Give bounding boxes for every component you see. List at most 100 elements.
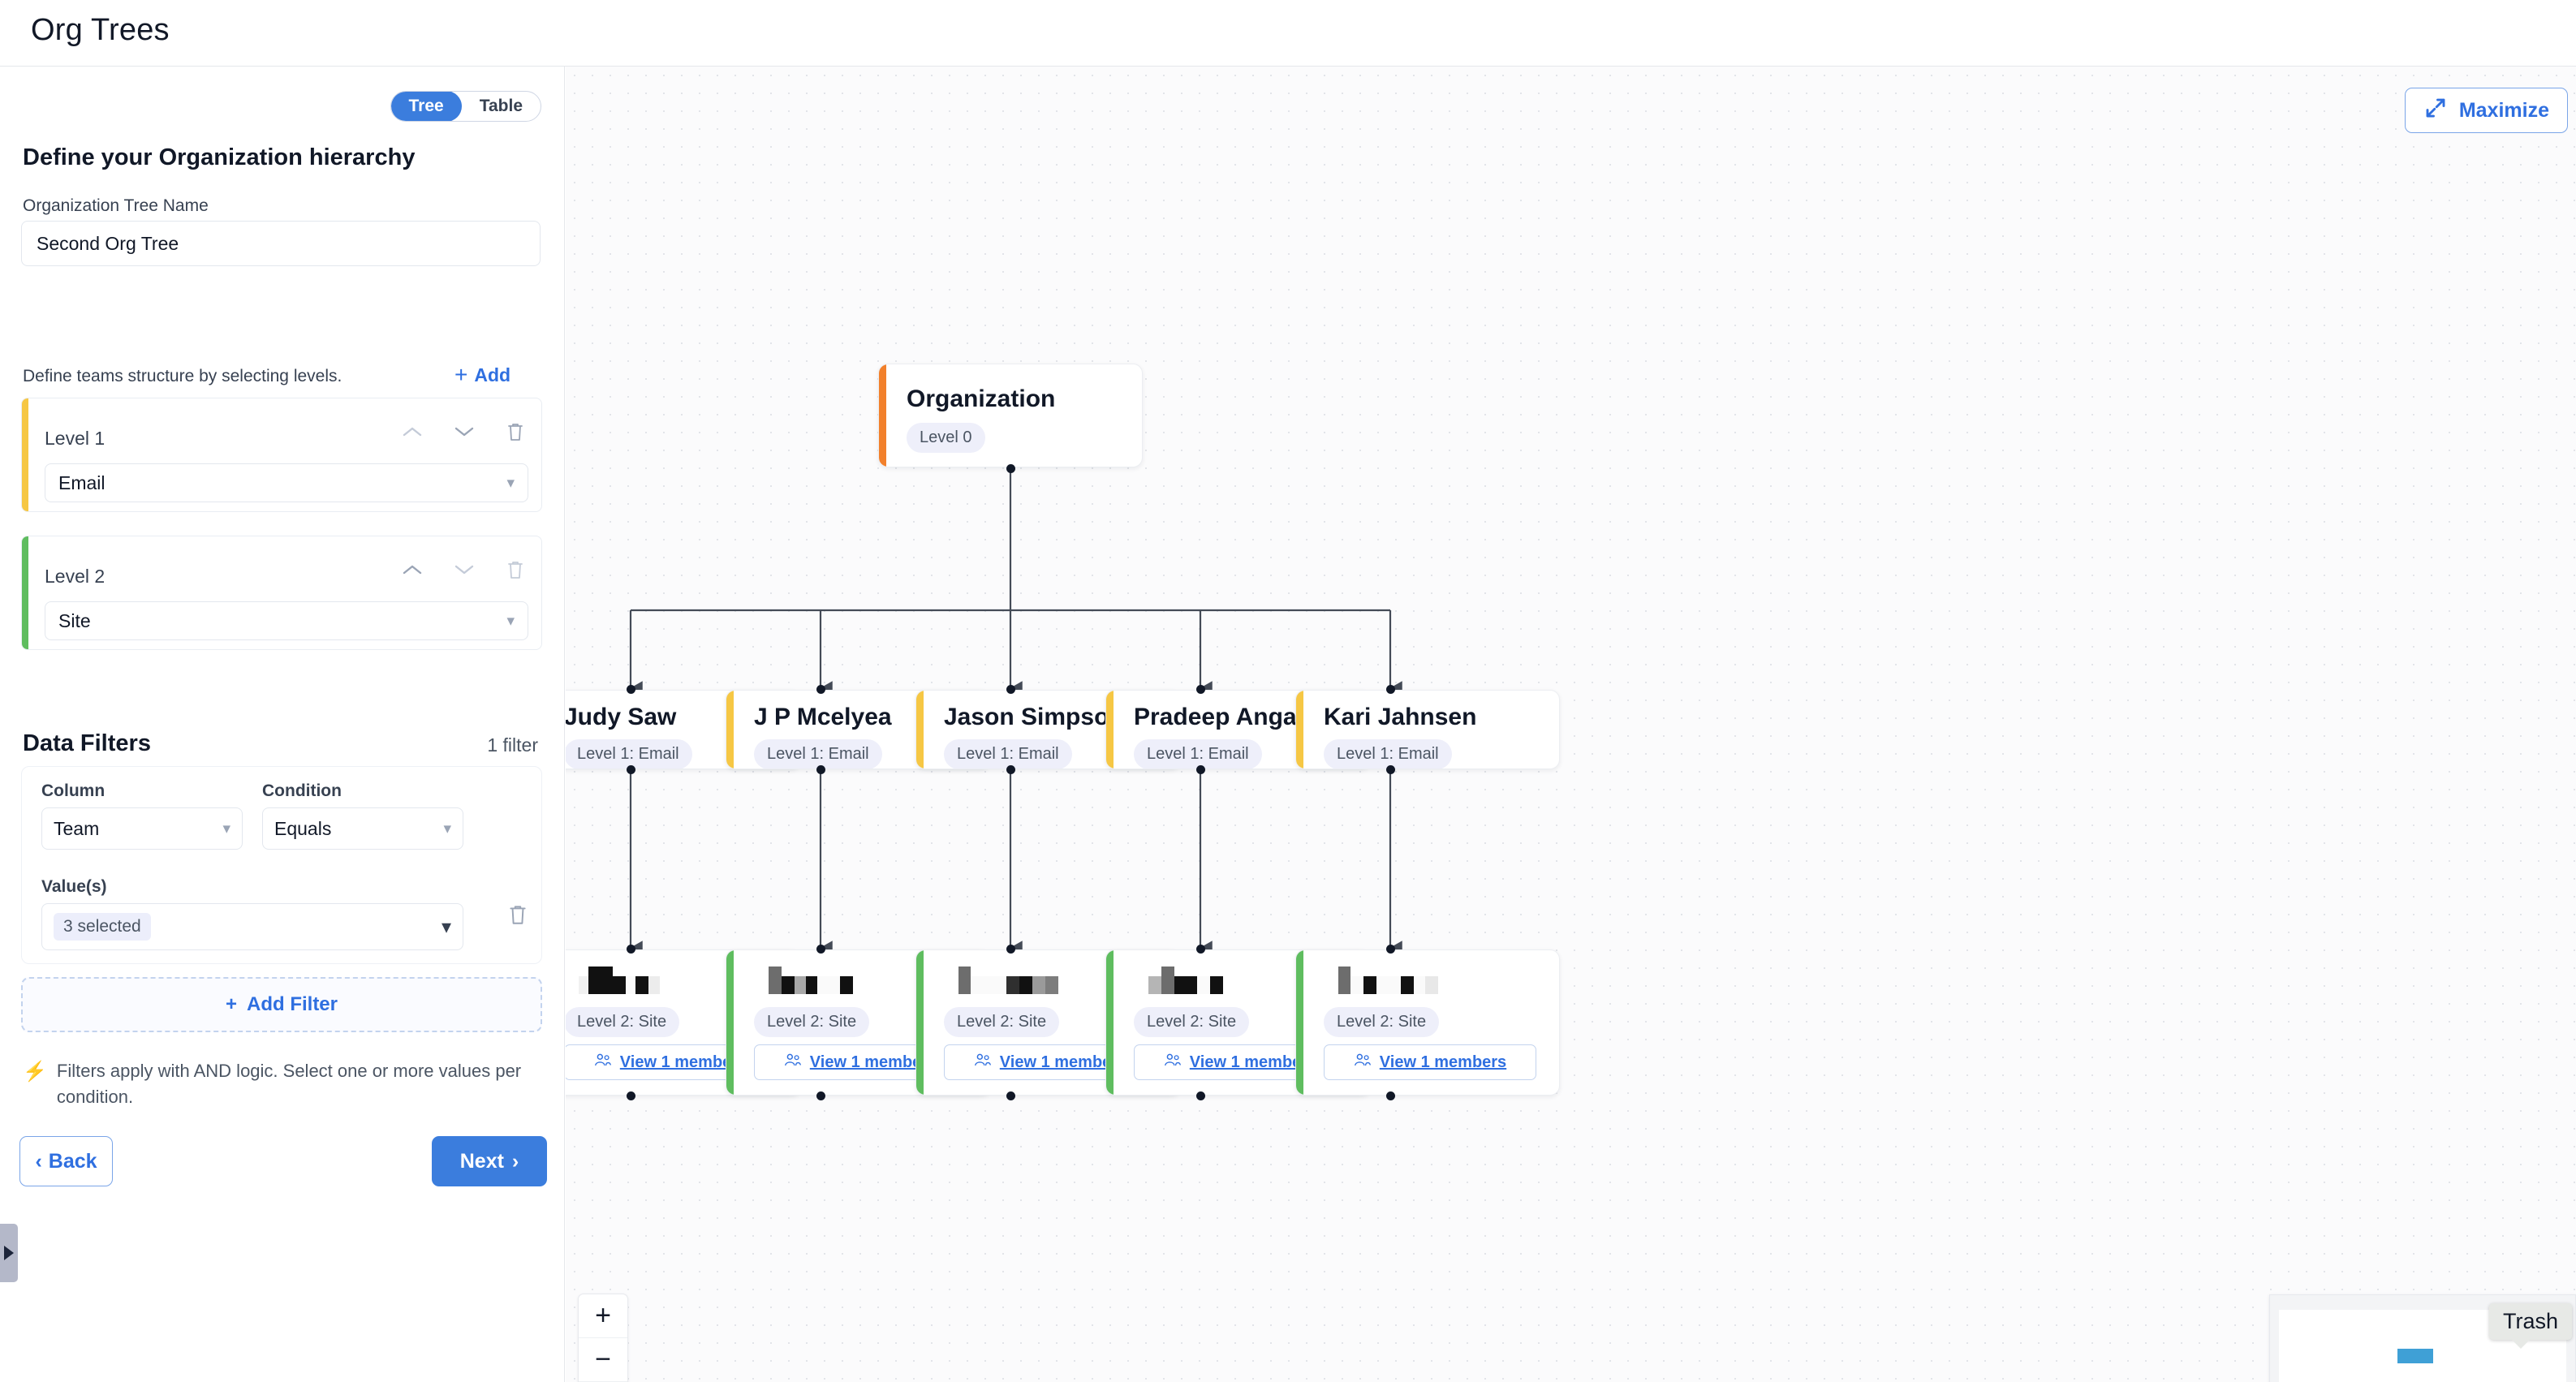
node-port [1006, 464, 1015, 473]
node-port [1196, 1091, 1205, 1100]
node-stripe [726, 691, 734, 768]
drawer-expand-handle[interactable] [0, 1224, 18, 1282]
plus-icon: + [225, 993, 237, 1015]
node-port [1006, 945, 1015, 954]
org-node-level2[interactable]: Level 2: Site View 1 members [1295, 949, 1560, 1096]
node-port [1006, 685, 1015, 694]
level-title: Level 2 [45, 566, 106, 587]
view-members-label: View 1 members [619, 1053, 747, 1071]
maximize-button[interactable]: Maximize [2404, 88, 2568, 133]
people-icon [784, 1053, 802, 1072]
node-port [816, 765, 825, 774]
level-stripe [22, 536, 28, 649]
chevron-left-icon: ‹ [35, 1149, 42, 1173]
level-attribute-select[interactable]: Site ▾ [45, 601, 528, 640]
toggle-option-table[interactable]: Table [479, 97, 523, 115]
move-down-icon[interactable] [454, 425, 475, 441]
node-port [816, 685, 825, 694]
filter-column-label: Column [41, 781, 106, 800]
zoom-controls[interactable]: + − [578, 1294, 628, 1382]
filter-values-select[interactable]: 3 selected ▾ [41, 903, 463, 950]
play-triangle-icon [4, 1246, 14, 1260]
node-title-redacted [958, 967, 1058, 994]
view-mode-toggle[interactable]: Tree Table [390, 91, 541, 122]
node-port [1006, 765, 1015, 774]
add-filter-button[interactable]: + Add Filter [21, 977, 542, 1032]
next-button[interactable]: Next › [432, 1136, 547, 1186]
node-stripe [1106, 950, 1114, 1095]
tree-name-input[interactable] [21, 221, 541, 266]
node-level-badge: Level 0 [907, 423, 985, 453]
level-card-2[interactable]: Level 2 Site ▾ [21, 536, 542, 650]
node-title: Judy Saw [566, 704, 677, 730]
tree-name-label: Organization Tree Name [23, 196, 209, 215]
node-title: J P Mcelyea [754, 704, 892, 730]
delete-filter-icon[interactable] [507, 903, 528, 930]
node-title-redacted [1148, 967, 1223, 994]
node-title-redacted [579, 967, 660, 994]
level-controls [402, 559, 525, 583]
view-members-button[interactable]: View 1 members [1324, 1044, 1536, 1080]
selected-values-chip: 3 selected [54, 913, 151, 941]
org-tree-canvas[interactable]: Maximize [566, 67, 2576, 1382]
node-title: Jason Simpson [944, 704, 1124, 730]
node-level-badge: Level 2: Site [1324, 1007, 1440, 1037]
node-port [816, 945, 825, 954]
sidebar-heading: Define your Organization hierarchy [23, 144, 416, 170]
level-card-1[interactable]: Level 1 Email ▾ [21, 398, 542, 512]
data-filters-title: Data Filters [23, 730, 151, 756]
node-port [1386, 765, 1395, 774]
zoom-in-button[interactable]: + [579, 1294, 627, 1338]
minimap-node-root [2397, 1349, 2433, 1363]
add-level-button[interactable]: + Add [454, 364, 510, 386]
level-attribute-select[interactable]: Email ▾ [45, 463, 528, 502]
chevron-down-icon: ▾ [443, 820, 451, 837]
filters-note-text: Filters apply with AND logic. Select one… [56, 1061, 522, 1107]
node-port [627, 765, 635, 774]
node-stripe [1296, 950, 1303, 1095]
node-port [627, 1091, 635, 1100]
move-up-icon[interactable] [402, 425, 423, 441]
node-level-badge: Level 2: Site [944, 1007, 1060, 1037]
view-members-label: View 1 members [809, 1053, 937, 1071]
node-port [1386, 1091, 1395, 1100]
expand-arrows-icon [2423, 96, 2448, 126]
node-port [1006, 1091, 1015, 1100]
move-down-icon[interactable] [454, 563, 475, 579]
page-title: Org Trees [31, 13, 170, 47]
chevron-down-icon: ▾ [222, 820, 230, 837]
org-node-level1[interactable]: Kari Jahnsen Level 1: Email [1295, 690, 1560, 769]
filter-condition-value: Equals [274, 817, 332, 839]
node-port [1196, 945, 1205, 954]
people-icon [1164, 1053, 1182, 1072]
view-members-label: View 1 members [999, 1053, 1127, 1071]
move-up-icon[interactable] [402, 563, 423, 579]
node-level-badge: Level 2: Site [754, 1007, 870, 1037]
node-stripe [916, 691, 924, 768]
level-controls [402, 421, 525, 446]
node-stripe [916, 950, 924, 1095]
org-node-root[interactable]: Organization Level 0 [878, 364, 1143, 467]
node-level-badge: Level 1: Email [944, 739, 1072, 768]
chevron-right-icon: › [511, 1149, 519, 1173]
filter-column-select[interactable]: Team ▾ [41, 807, 243, 850]
plus-icon: + [454, 362, 468, 387]
chevron-down-icon: ▾ [506, 474, 515, 492]
filter-count: 1 filter [487, 734, 538, 756]
toggle-option-tree[interactable]: Tree [390, 92, 462, 121]
filter-condition-select[interactable]: Equals ▾ [262, 807, 463, 850]
chevron-down-icon: ▾ [506, 612, 515, 630]
view-members-label: View 1 members [1379, 1053, 1507, 1071]
node-port [627, 685, 635, 694]
next-label: Next [459, 1149, 504, 1173]
node-level-badge: Level 1: Email [754, 739, 882, 768]
level-stripe [22, 398, 28, 511]
zoom-out-button[interactable]: − [579, 1338, 627, 1382]
back-button[interactable]: ‹ Back [19, 1136, 113, 1186]
node-level-badge: Level 1: Email [566, 739, 692, 768]
delete-level-icon[interactable] [506, 421, 525, 446]
delete-level-icon[interactable] [506, 559, 525, 583]
node-level-badge: Level 2: Site [566, 1007, 680, 1037]
node-port [1386, 945, 1395, 954]
node-title-redacted [1338, 967, 1438, 994]
